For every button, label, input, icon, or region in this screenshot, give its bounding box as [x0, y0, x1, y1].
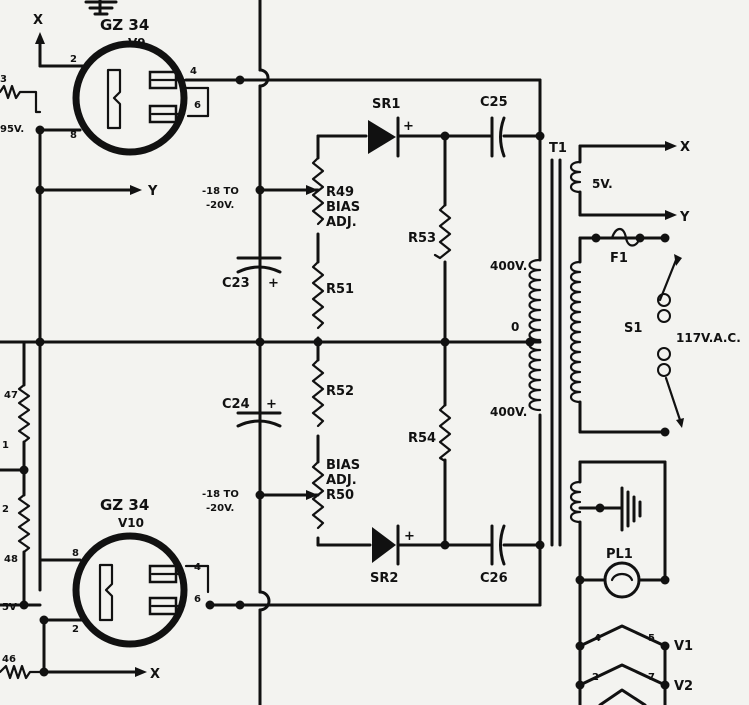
heater-chain — [575, 624, 670, 705]
sr1-plus: + — [403, 119, 414, 134]
r51-label: R51 — [326, 282, 354, 297]
capacitor-c26 — [490, 524, 542, 566]
bias-adj-label-2: BIAS — [326, 458, 360, 473]
top-ground-symbol — [84, 0, 118, 16]
left-r47-label: 47 — [4, 390, 18, 401]
r50-label: R50 — [326, 488, 354, 503]
c23-plus: + — [268, 276, 279, 291]
r49-label: R49 — [326, 185, 354, 200]
f1-label: F1 — [610, 251, 628, 266]
left-r46-label: 46 — [2, 654, 16, 665]
bias-top-wiring — [258, 185, 320, 500]
v9-wiring — [0, 32, 542, 592]
capacitor-c23 — [236, 256, 282, 274]
pilot-lamp-pl1 — [578, 561, 667, 599]
v9-pin8: 8 — [70, 130, 77, 141]
pl1-label: PL1 — [606, 547, 633, 562]
tube-v10 — [38, 532, 210, 648]
heater-pin2: 2 — [592, 672, 599, 683]
r53-label: R53 — [408, 231, 436, 246]
c23-label: C23 — [222, 276, 250, 291]
resistor-chain — [311, 134, 372, 547]
adj-label-1: ADJ. — [326, 215, 357, 230]
tube-v9 — [72, 40, 210, 156]
signal-x-bottom: X — [150, 667, 160, 682]
transformer-5v-coil — [569, 141, 677, 220]
v10-pin8: 8 — [72, 548, 79, 559]
bias-top-range-line1: -18 TO — [202, 186, 239, 197]
v1-label: V1 — [674, 639, 693, 654]
c26-label: C26 — [480, 571, 508, 586]
left-top-res-label: 3 — [0, 74, 7, 85]
c24-label: C24 — [222, 397, 250, 412]
bias-bottom-range-line2: -20V. — [206, 503, 234, 514]
v10-pin2: 2 — [72, 624, 79, 635]
r54-label: R54 — [408, 431, 436, 446]
pilot-transformer — [569, 460, 667, 705]
v9-pin6: 6 — [194, 100, 201, 111]
5v-label: 5V. — [592, 177, 613, 191]
bias-adj-label-1: BIAS — [326, 200, 360, 215]
s1-label: S1 — [624, 321, 642, 336]
v9-pin2: 2 — [70, 54, 77, 65]
v10-pin4: 4 — [194, 562, 201, 573]
sr2-plus: + — [404, 529, 415, 544]
400v-bottom-label: 400V. — [490, 405, 527, 419]
left-resistors — [0, 340, 147, 680]
transformer-t1-core — [550, 158, 562, 547]
v2-label: V2 — [674, 679, 693, 694]
capacitor-c24 — [236, 411, 282, 428]
bias-bottom-range-line1: -18 TO — [202, 489, 239, 500]
left-95v-label: 95V. — [0, 124, 24, 135]
c25-label: C25 — [480, 95, 508, 110]
bias-top-range-line2: -20V. — [206, 200, 234, 211]
diode-sr1 — [368, 116, 492, 158]
c24-plus: + — [266, 397, 277, 412]
secondary-wiring — [208, 78, 542, 607]
switch-s1 — [657, 254, 684, 428]
left-r2-label: 2 — [2, 504, 9, 515]
left-r48-label: 48 — [4, 554, 18, 565]
heater-pin5: 5 — [648, 633, 655, 644]
signal-x-top: X — [33, 13, 43, 28]
v9-pin4: 4 — [190, 66, 197, 77]
400v-top-label: 400V. — [490, 259, 527, 273]
t1-label: T1 — [549, 141, 567, 156]
left-r1-label: 1 — [2, 440, 9, 451]
v10-type-label: GZ 34 — [100, 496, 149, 514]
sr1-label: SR1 — [372, 97, 400, 112]
v10-ref-label: V10 — [118, 516, 144, 530]
zero-tap-label: 0 — [511, 320, 519, 334]
transformer-secondary-coil — [528, 258, 542, 412]
117vac-label: 117V.A.C. — [676, 331, 741, 345]
fuse-f1 — [610, 227, 642, 247]
resistors-r53-r54 — [433, 134, 452, 547]
heater-pin4: 4 — [594, 633, 601, 644]
v10-pin6: 6 — [194, 594, 201, 605]
v9-ref-label: V9 — [128, 36, 146, 50]
signal-y-right: Y — [679, 210, 690, 225]
left-5v-label: 5V — [2, 602, 17, 613]
v9-type-label: GZ 34 — [100, 16, 149, 34]
diode-sr2 — [372, 524, 492, 566]
heater-pin7: 7 — [648, 672, 655, 683]
capacitor-c25 — [490, 116, 542, 158]
signal-x-right: X — [680, 140, 690, 155]
main-vertical-bus — [258, 0, 271, 705]
adj-label-2: ADJ. — [326, 473, 357, 488]
signal-y-left: Y — [147, 184, 158, 199]
r52-label: R52 — [326, 384, 354, 399]
transformer-primary-coil — [569, 236, 667, 434]
sr2-label: SR2 — [370, 571, 398, 586]
